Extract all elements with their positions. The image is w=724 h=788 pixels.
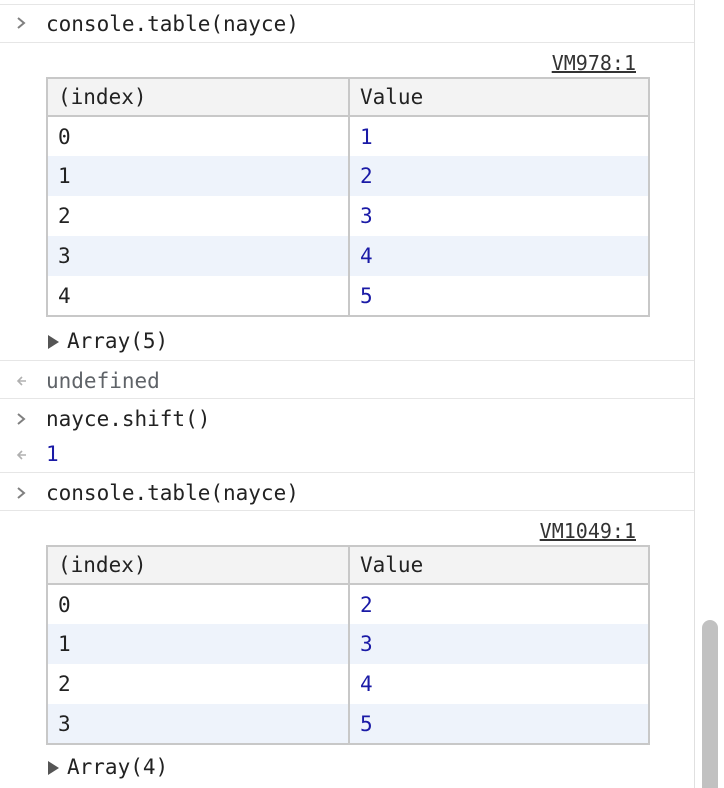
- console-input-text: console.table(nayce): [46, 481, 299, 505]
- table-row: 2 4: [47, 664, 649, 704]
- index-cell: 1: [47, 624, 350, 664]
- array-expander-label: Array(4): [67, 755, 169, 779]
- source-link[interactable]: VM1049:1: [539, 519, 636, 543]
- index-cell: 2: [47, 196, 350, 236]
- table-row: 4 5: [47, 276, 649, 316]
- column-header-index[interactable]: (index): [47, 78, 350, 117]
- console-table-output: VM1049:1 (index) Value 0 2 1 3 2: [0, 510, 694, 788]
- console-panel: console.table(nayce) VM978:1 (index) Val…: [0, 0, 695, 788]
- table-header-row: (index) Value: [47, 78, 649, 117]
- table-row: 0 1: [47, 116, 649, 156]
- return-arrow-icon: [14, 374, 32, 388]
- array-expander[interactable]: Array(4): [48, 755, 168, 779]
- console-input-row: nayce.shift(): [0, 398, 694, 436]
- console-input-text: console.table(nayce): [46, 12, 299, 36]
- triangle-right-icon: [48, 761, 59, 775]
- console-input-row: console.table(nayce): [0, 4, 694, 42]
- value-cell: 5: [349, 704, 649, 744]
- array-expander-label: Array(5): [67, 329, 169, 353]
- index-cell: 0: [47, 584, 350, 624]
- value-cell: 4: [360, 672, 373, 696]
- value-cell: 3: [360, 204, 373, 228]
- table-row: 1 3: [47, 624, 649, 664]
- table-row: 2 3: [47, 196, 649, 236]
- array-expander[interactable]: Array(5): [48, 329, 168, 353]
- table-row: 1 2: [47, 156, 649, 196]
- column-header-value[interactable]: Value: [349, 546, 649, 585]
- chevron-right-icon: [14, 412, 32, 426]
- index-cell: 3: [47, 704, 350, 744]
- value-cell: 2: [360, 592, 373, 617]
- source-link[interactable]: VM978:1: [551, 51, 636, 75]
- console-input-row: console.table(nayce): [0, 472, 694, 510]
- data-table: (index) Value 0 1 1 2 2 3 3: [46, 77, 650, 317]
- value-cell: 2: [349, 156, 649, 196]
- console-input-text: nayce.shift(): [46, 407, 211, 431]
- console-return-row: undefined: [0, 360, 694, 398]
- data-table: (index) Value 0 2 1 3 2 4 3: [46, 545, 650, 745]
- table-row: 3 4: [47, 236, 649, 276]
- console-return-text: undefined: [46, 369, 160, 393]
- value-cell: 3: [349, 624, 649, 664]
- column-header-index[interactable]: (index): [47, 546, 350, 585]
- vertical-scrollbar-thumb[interactable]: [702, 620, 718, 788]
- chevron-right-icon: [14, 16, 32, 30]
- index-cell: 4: [47, 276, 350, 316]
- index-cell: 0: [47, 116, 350, 156]
- table-row: 0 2: [47, 584, 649, 624]
- value-cell: 1: [360, 124, 373, 149]
- column-header-value[interactable]: Value: [349, 78, 649, 117]
- return-arrow-icon: [14, 448, 32, 462]
- index-cell: 1: [47, 156, 350, 196]
- triangle-right-icon: [48, 335, 59, 349]
- console-table-output: VM978:1 (index) Value 0 1 1 2 2: [0, 42, 694, 360]
- console-return-text: 1: [46, 442, 59, 466]
- value-cell: 4: [349, 236, 649, 276]
- console-return-row: 1: [0, 436, 694, 472]
- value-cell: 5: [360, 283, 373, 308]
- index-cell: 3: [47, 236, 350, 276]
- index-cell: 2: [47, 664, 350, 704]
- table-row: 3 5: [47, 704, 649, 744]
- table-header-row: (index) Value: [47, 546, 649, 585]
- chevron-right-icon: [14, 486, 32, 500]
